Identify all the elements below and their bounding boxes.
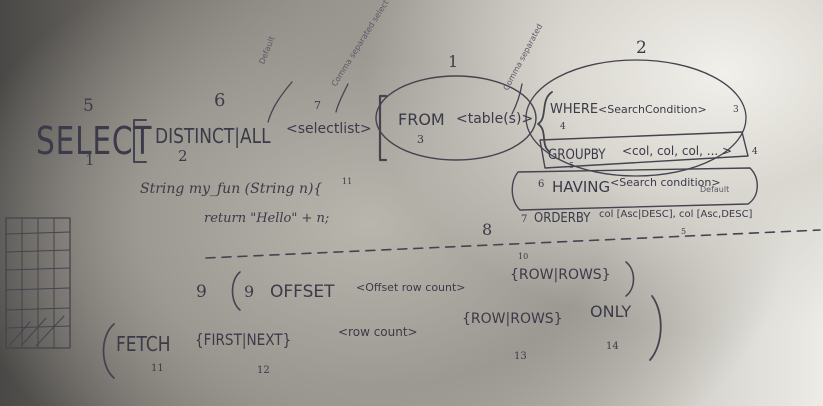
select-keyword: SELECT <box>36 119 153 163</box>
number-1-from-circle: 1 <box>448 52 459 71</box>
having-keyword: HAVING <box>552 178 611 196</box>
offset-keyword: OFFSET <box>270 282 335 302</box>
arrow-default <box>267 81 293 123</box>
group-box <box>539 131 749 169</box>
brace-clauses <box>537 91 553 153</box>
where-search-condition: <SearchCondition> <box>598 103 707 116</box>
from-circle <box>375 75 537 161</box>
number-9-offset-a: 9 <box>196 282 207 302</box>
fetch-keyword: FETCH <box>116 332 171 356</box>
arrow-comma-select <box>335 83 349 113</box>
code-line-1: String my_fun (String n){ <box>140 181 323 197</box>
number-7-select-list: 7 <box>314 99 321 112</box>
annotation-default-order: Default <box>700 185 730 194</box>
bracket-select-list <box>378 94 388 162</box>
number-9-offset-b: 9 <box>244 282 255 301</box>
from-keyword: FROM <box>398 110 445 129</box>
code-line-2: return "Hello" + n; <box>204 211 330 226</box>
number-1-select: 1 <box>85 151 95 169</box>
number-11-code: 11 <box>342 177 353 186</box>
number-14-only: 14 <box>606 341 619 352</box>
number-5-select: 5 <box>83 96 94 116</box>
fetch-paren <box>102 323 115 379</box>
distinct-all: DISTINCT|ALL <box>155 124 271 148</box>
number-2-where-circle: 2 <box>636 38 647 58</box>
only-keyword: ONLY <box>590 302 632 321</box>
grid-sketch <box>5 217 71 349</box>
orderby-columns: col [Asc|DESC], col [Asc,DESC] <box>599 209 753 220</box>
number-5-desc: 5 <box>681 227 687 236</box>
fetch-row-count: <row count> <box>338 325 418 339</box>
groupby-columns: <col, col, col, ... > <box>622 144 733 158</box>
number-12-first: 12 <box>257 365 270 376</box>
number-3-from: 3 <box>417 133 424 146</box>
number-7-order: 7 <box>521 214 528 225</box>
fetch-close-paren <box>649 295 662 361</box>
number-5-group: 5 <box>569 161 575 170</box>
arrow-comma-table <box>511 83 523 115</box>
number-6-having: 6 <box>538 179 545 190</box>
orderby-keyword: ORDERBY <box>534 211 591 226</box>
offset-row-count: <Offset row count> <box>356 281 466 294</box>
number-4-having-mark: 4 <box>752 147 758 157</box>
having-search-condition: <Search condition> <box>610 176 721 189</box>
where-keyword: WHERE <box>550 102 599 117</box>
where-circle <box>525 59 747 177</box>
number-10-offset: 10 <box>518 252 529 261</box>
having-box <box>511 167 758 211</box>
number-3-where-right: 3 <box>733 105 739 115</box>
table-list: <table(s)> <box>456 111 534 127</box>
number-13-rows: 13 <box>514 351 527 362</box>
select-list: <selectlist> <box>286 121 372 137</box>
fetch-row-rows: {ROW|ROWS} <box>462 311 563 327</box>
number-8-order: 8 <box>482 220 493 239</box>
offset-row-rows: {ROW|ROWS} <box>510 267 611 283</box>
number-2-distinct: 2 <box>178 147 188 165</box>
bracket-distinct <box>133 119 147 163</box>
groupby-keyword: GROUPBY <box>548 147 606 163</box>
offset-close-paren <box>625 261 635 297</box>
number-4-where: 4 <box>560 122 566 132</box>
number-6-distinct: 6 <box>214 90 226 111</box>
offset-paren <box>231 271 241 311</box>
dashed-separator <box>205 229 821 259</box>
number-11-fetch: 11 <box>151 363 164 374</box>
fetch-first-next: {FIRST|NEXT} <box>195 330 292 349</box>
